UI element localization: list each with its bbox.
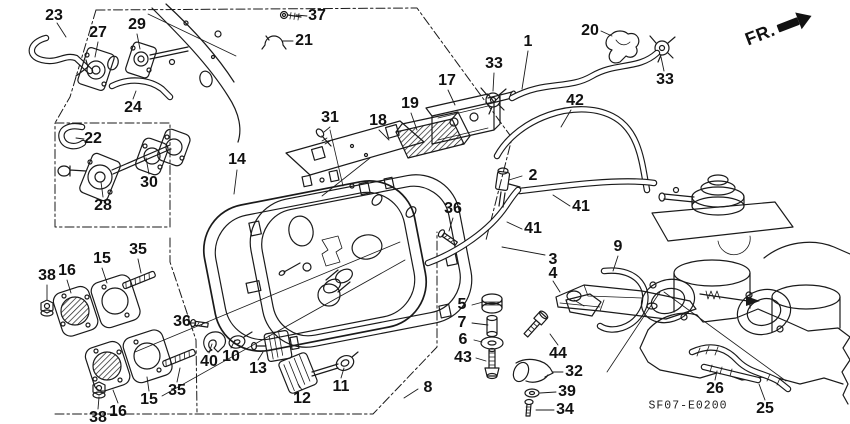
part-callout-14: 14 [228,151,246,168]
part-callout-22: 22 [84,130,102,147]
part-callout-38: 38 [38,267,56,284]
part-callout-2: 2 [528,167,538,184]
part-callout-15: 15 [140,391,158,408]
vacuum-valve-assembly [651,174,794,256]
part-callout-13: 13 [249,360,267,377]
part-callout-10: 10 [222,348,240,365]
part-callout-4: 4 [548,265,558,282]
mount-fasteners-5-7-6-43-44 [480,293,549,380]
part-callout-3: 3 [548,251,558,268]
fuel-joint-2 [495,167,521,208]
part-callout-5: 5 [457,296,467,313]
part-callout-29: 29 [128,16,146,33]
part-callout-21: 21 [295,32,313,49]
part-callout-41: 41 [524,220,542,237]
cover-gasket-stacks [40,270,196,399]
part-callout-28: 28 [94,197,112,214]
part-callout-27: 27 [89,24,107,41]
part-callout-16: 16 [58,262,76,279]
part-callout-34: 34 [556,401,574,418]
part-callout-8: 8 [423,379,433,396]
part-callout-17: 17 [438,72,456,89]
part-callout-37: 37 [308,7,326,24]
callout-leader-lines [46,14,766,411]
part-callout-38: 38 [89,409,107,424]
part-callout-1: 1 [523,33,533,50]
part-callout-43: 43 [454,349,472,366]
part-callout-36: 36 [444,200,462,217]
part-callout-41: 41 [572,198,590,215]
part-callout-7: 7 [457,314,467,331]
zone-boundary-lines [54,7,513,415]
part-callout-26: 26 [706,380,724,397]
part-callout-6: 6 [458,331,468,348]
valve-assembly-box [57,123,191,202]
part-callout-11: 11 [332,378,350,395]
part-callout-42: 42 [566,92,584,109]
part-callout-39: 39 [558,383,576,400]
part-callout-15: 15 [93,250,111,267]
part-callout-36: 36 [173,313,191,330]
part-callout-24: 24 [124,99,142,116]
part-callout-16: 16 [109,403,127,420]
part-callout-25: 25 [756,400,774,417]
part-callout-32: 32 [565,363,583,380]
part-callout-35: 35 [129,241,147,258]
part-callout-18: 18 [369,112,387,129]
diagram-code: SF07-E0200 [648,399,728,413]
insulator-stack [285,90,517,176]
part-callout-44: 44 [549,345,567,362]
hoses-drawing [424,49,661,333]
part-callout-40: 40 [200,353,218,370]
tube-clamp-32-39-34 [512,358,554,417]
body-panel-drawing [147,3,241,143]
clamps-and-valves-bottom [189,229,458,394]
part-callout-33: 33 [656,71,674,88]
part-callout-9: 9 [613,238,623,255]
part-callout-23: 23 [45,7,63,24]
part-callout-12: 12 [293,390,311,407]
part-callout-31: 31 [321,109,339,126]
part-callout-33: 33 [485,55,503,72]
part-callout-30: 30 [140,174,158,191]
part-callout-20: 20 [581,22,599,39]
part-callout-19: 19 [401,95,419,112]
drain-hoses-25-26 [688,344,792,393]
part-callout-35: 35 [168,382,186,399]
valve-assembly-topleft [28,34,189,101]
